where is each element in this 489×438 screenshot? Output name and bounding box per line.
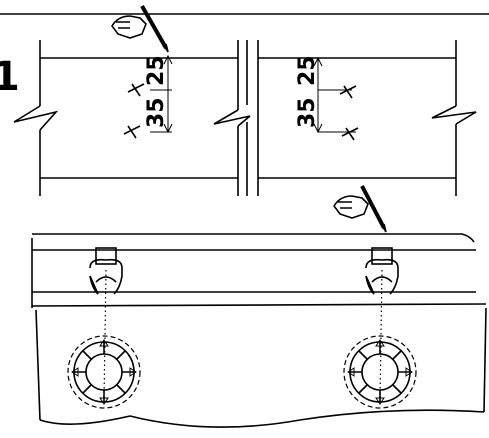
pencil-hand-icon	[333, 185, 387, 233]
right-dim-top: 25	[295, 55, 320, 86]
left-dim-bottom: 35	[144, 97, 169, 128]
left-top-panel: 25 35	[13, 5, 251, 196]
left-dim-top: 25	[144, 55, 169, 86]
right-dim-bottom: 35	[295, 97, 320, 128]
clip-icon	[89, 247, 123, 295]
step-label: 1	[0, 54, 20, 100]
right-top-panel: 25 35	[257, 40, 477, 196]
bottom-assembly	[31, 233, 487, 428]
clip-icon	[365, 247, 399, 295]
pencil-hand-icon	[111, 5, 169, 53]
cap-icon	[67, 335, 141, 409]
cap-icon	[343, 335, 417, 409]
